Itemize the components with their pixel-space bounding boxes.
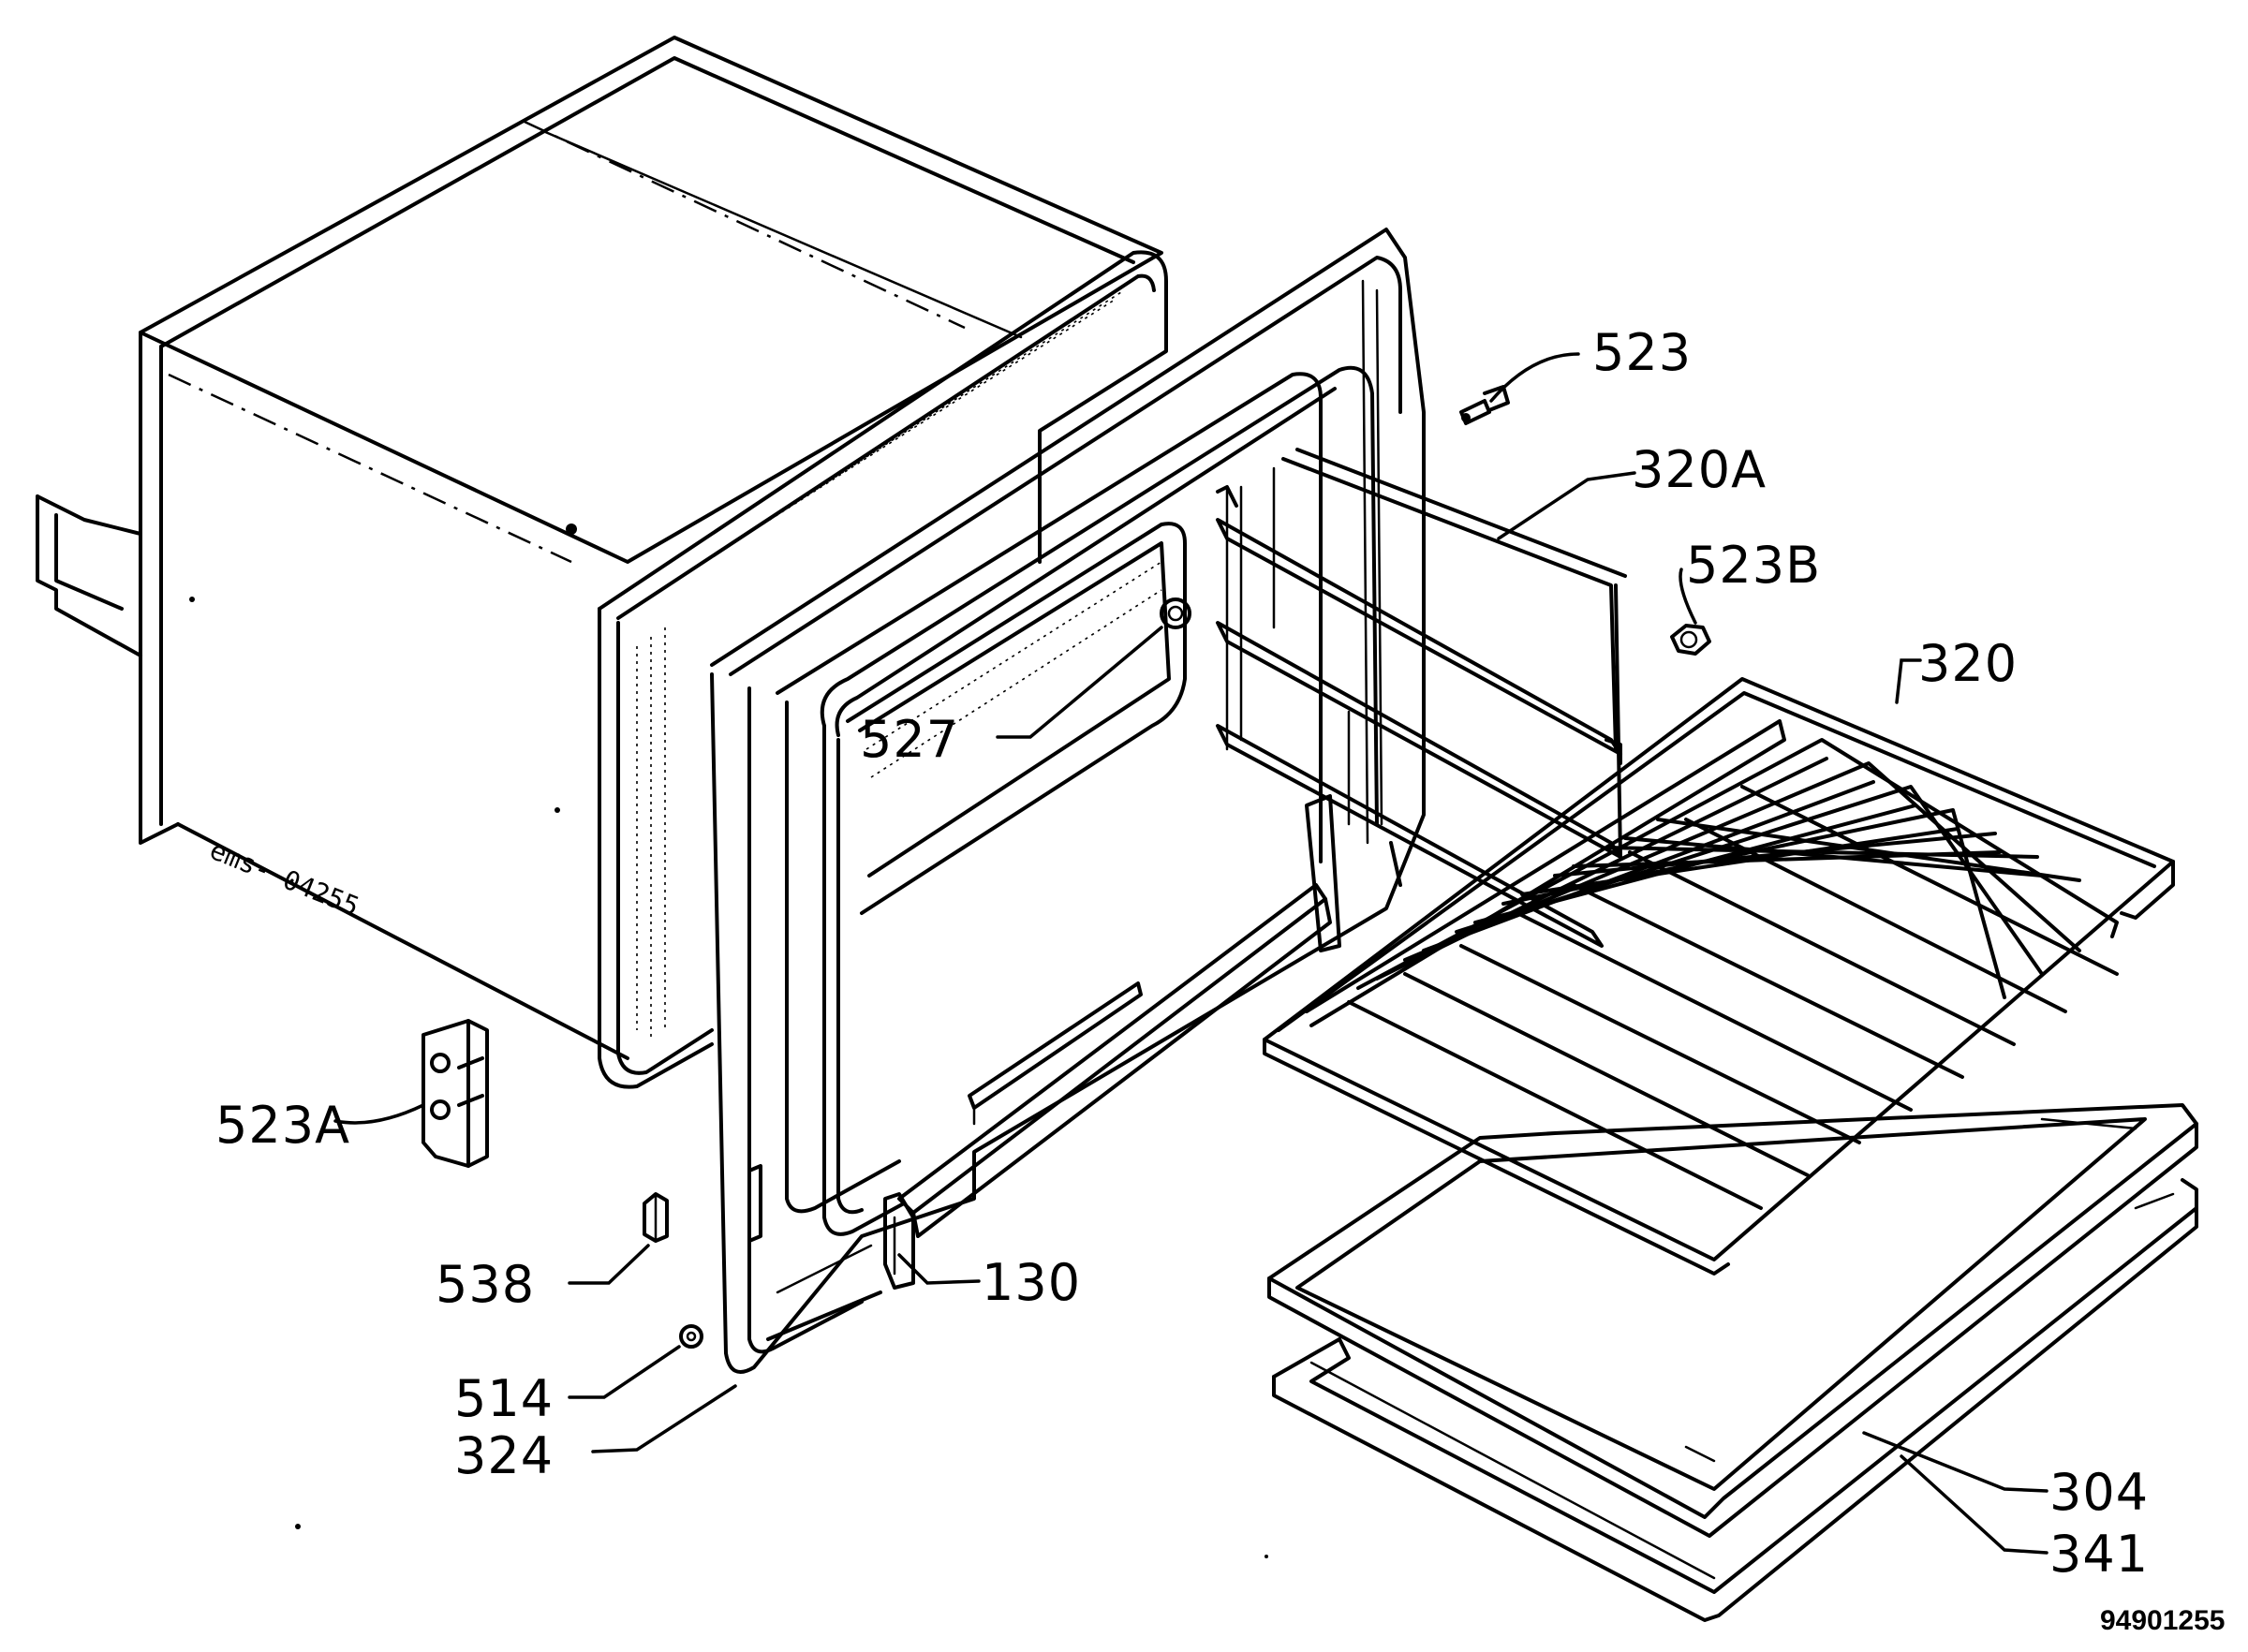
callout-labels: 523 320A 523B 320 527 523A 538 130 514 3… — [215, 323, 2225, 1636]
oven-cavity: ems- 04255 — [36, 36, 1168, 1089]
shelf-rail — [1216, 448, 1627, 952]
callout-523B: 523B — [1686, 536, 1821, 595]
part-514-washer — [679, 1324, 703, 1349]
callout-304: 304 — [2049, 1463, 2149, 1522]
part-527-grommet — [1160, 597, 1191, 629]
drip-tray — [1272, 1178, 2198, 1622]
part-538-clip — [643, 1192, 669, 1243]
handwritten-note: ems- 04255 — [205, 834, 363, 922]
callout-538: 538 — [436, 1255, 535, 1314]
callout-341: 341 — [2049, 1525, 2149, 1584]
callout-523A: 523A — [215, 1096, 350, 1155]
wire-shelf — [1263, 677, 2175, 1276]
callout-324: 324 — [454, 1426, 554, 1485]
drawing-number: 94901255 — [2100, 1605, 2225, 1636]
part-523-screw — [1459, 385, 1510, 425]
callout-527: 527 — [860, 710, 959, 769]
baking-tray — [1267, 1103, 2198, 1538]
part-523B-nut — [1670, 624, 1711, 656]
callout-130: 130 — [982, 1253, 1081, 1312]
part-523A-hinge — [422, 1019, 489, 1168]
door-seal — [820, 365, 1379, 1236]
callout-320: 320 — [1918, 634, 2018, 693]
bottom-rail — [897, 883, 1332, 1238]
callout-514: 514 — [454, 1369, 554, 1428]
leader-lines — [333, 352, 2048, 1555]
callout-523: 523 — [1592, 323, 1692, 382]
callout-320A: 320A — [1632, 440, 1767, 499]
part-130-clip — [883, 1192, 915, 1290]
cavity-screw-icon — [566, 524, 577, 535]
